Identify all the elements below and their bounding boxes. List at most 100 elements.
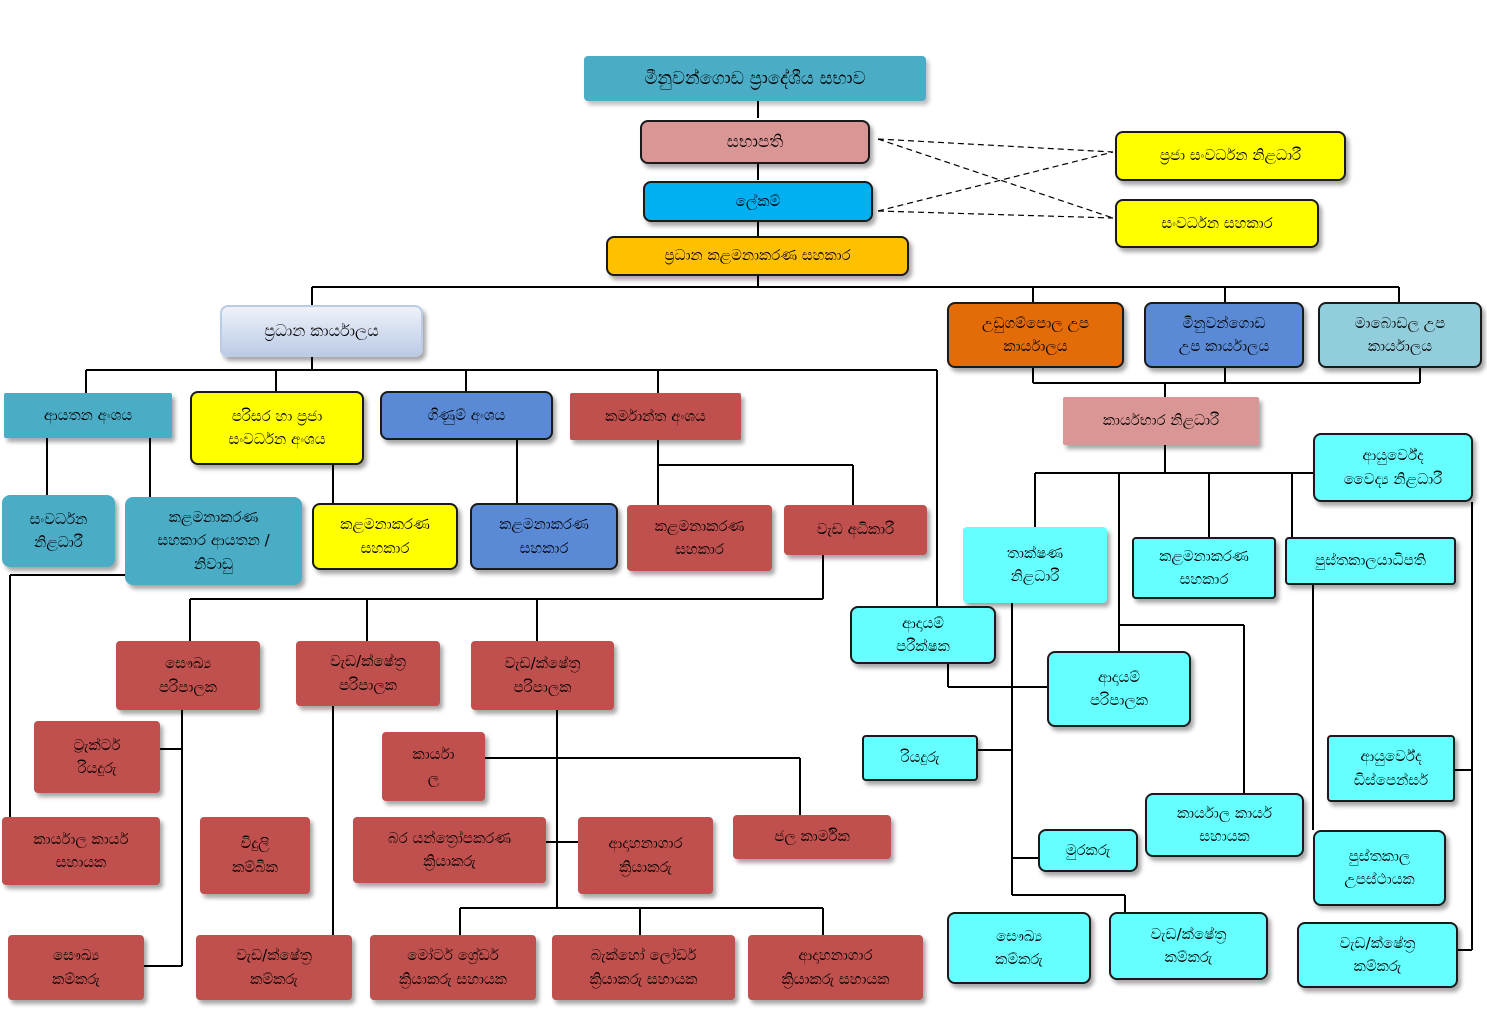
- revenue-supervisor-box: ආදායම් පරිපාලක: [1047, 651, 1191, 727]
- ayurveda-dispenser-box: ආයුර්වේද ඩිස්පෙන්සර්: [1327, 735, 1455, 802]
- accounts-div-label: ගිණුම් අංශය: [427, 405, 506, 424]
- pub-dev-officer-label: ප්‍රජා සංවර්ධන නිළධාරී: [1159, 146, 1302, 165]
- mgmt-asst-acc-label: කළමනාකරණ සහකාර: [499, 515, 589, 557]
- council-box: මීනුවන්ගොඩ ප්‍රාදේශීය සභාව: [584, 56, 926, 101]
- health-labourer-left-box: සෞඛ්‍ය කම්කරු: [8, 935, 144, 1000]
- secretary-label: ලේකම්: [735, 191, 781, 210]
- chairman-box: සභාපති: [640, 120, 870, 164]
- revenue-div-box: ආයතන අංශය: [4, 393, 172, 438]
- env-div-label: පරිසර හා ප්‍රජා සංවර්ධන අංශය: [228, 406, 326, 448]
- health-labourer-left-label: සෞඛ්‍ය කම්කරු: [52, 946, 100, 988]
- field-labourer-2-box: වැඩ/ක්ෂේත්‍ර කම්කරු: [1109, 912, 1268, 980]
- mabodala-sub-box: මාබොඩල උප කාර්යාලය: [1318, 302, 1482, 368]
- electrician-label: විදුලි කම්බික: [232, 834, 278, 876]
- office-work-asst-right-box: කාර්යාල කාර්ය සහායක: [1145, 793, 1304, 857]
- tractor-driver-box: ට්‍රැක්ටර් රියදුරු: [34, 721, 160, 793]
- library-attendant-label: පුස්තකාල උපස්ථායක: [1344, 846, 1415, 888]
- accounts-div-box: ගිණුම් අංශය: [380, 391, 553, 440]
- driver-box: රියදුරු: [862, 735, 978, 781]
- field-labourer-2-label: වැඩ/ක්ෂේත්‍ර කම්කරු: [1150, 924, 1227, 966]
- revenue-inspector-label: ආදායම් පරීක්ෂක: [896, 613, 950, 655]
- field-supervisor-2-box: වැඩ/ක්ෂේත්‍ර පරිපාලක: [471, 641, 614, 710]
- council-label: මීනුවන්ගොඩ ප්‍රාදේශීය සභාව: [644, 67, 866, 89]
- field-supervisor-1-label: වැඩ/ක්ෂේත්‍ර පරිපාලක: [330, 652, 406, 694]
- revenue-supervisor-label: ආදායම් පරිපාලක: [1090, 667, 1148, 709]
- library-attendant-box: පුස්තකාල උපස්ථායක: [1313, 830, 1446, 906]
- field-labourer-1-label: වැඩ/ක්ෂේත්‍ර කම්කරු: [236, 946, 312, 988]
- ayurveda-officer-label: ආයුර්වේද වෛද්‍ය නිළධාරී: [1343, 446, 1443, 488]
- tech-officer-box: තාක්ෂණ නිළධාරී: [963, 527, 1107, 603]
- field-labourer-3-label: වැඩ/ක්ෂේත්‍ර කම්කරු: [1339, 933, 1416, 975]
- mgmt-asst-acc-box: කළමනාකරණ සහකාර: [470, 503, 618, 570]
- revenue-inspector-box: ආදායම් පරීක්ෂක: [850, 606, 996, 664]
- crematorium-operator-box: ආදාහනාගාර ක්‍රියාකරු: [578, 817, 713, 894]
- office-work-asst-left-label: කාර්යාල කාර්ය සහායක: [33, 829, 129, 871]
- health-supervisor-box: සෞඛ්‍ය පරිපාලක: [116, 641, 260, 710]
- librarian-label: පුස්තකාලයාධිපති: [1315, 551, 1426, 570]
- mgmt-asst-est-label: කළමනාකරණ සහකාර ආයතන / නිවාඩු: [157, 508, 270, 573]
- chief-mgmt-asst-box: ප්‍රධාන කළමනාකරණ සහකාර: [606, 236, 909, 276]
- heavy-machine-operator-box: බර යන්ත්‍රෝපකරණ ක්‍රියාකරු: [353, 817, 546, 883]
- mgmt-asst-works-box: කළමනාකරණ සහකාර: [627, 505, 772, 571]
- electrician-box: විදුලි කම්බික: [200, 817, 310, 894]
- dev-officer-box: සංවර්ධන නිළධාරී: [2, 495, 115, 567]
- field-supervisor-2-label: වැඩ/ක්ෂේත්‍ර පරිපාලක: [504, 654, 581, 696]
- mgmt-asst-works-label: කළමනාකරණ සහකාර: [654, 516, 745, 558]
- chief-mgmt-asst-label: ප්‍රධාන කළමනාකරණ සහකාර: [664, 246, 851, 265]
- crematorium-operator-label: ආදාහනාගාර ක්‍රියාකරු: [608, 834, 683, 876]
- tech-officer-label: තාක්ෂණ නිළධාරී: [1006, 543, 1064, 585]
- dev-officer-label: සංවර්ධන නිළධාරී: [29, 509, 88, 551]
- ayurveda-officer-box: ආයුර්වේද වෛද්‍ය නිළධාරී: [1313, 433, 1473, 502]
- works-div-label: කර්මාන්ත අංශය: [605, 406, 706, 425]
- backhoe-asst-box: බැක්හෝ ලෝඩර් ක්‍රියාකරු සහායක: [552, 935, 735, 1000]
- crematorium-asst-label: ආදාහනාගාර ක්‍රියාකරු සහායක: [781, 946, 890, 988]
- motor-grader-asst-label: මෝටර් ග්‍රේඩර් ක්‍රියාකරු සහායක: [399, 946, 507, 988]
- chairman-label: සභාපති: [726, 131, 784, 152]
- mgmt-asst-sub-label: කළමනාකරණ සහකාර: [1159, 546, 1249, 588]
- office-a-box: කාර්යා ල: [382, 732, 485, 801]
- minuwangoda-sub-box: මීනුවන්ගොඩ උප කාර්යාලය: [1144, 302, 1304, 368]
- pub-dev-officer-box: ප්‍රජා සංවර්ධන නිළධාරී: [1115, 131, 1346, 181]
- librarian-box: පුස්තකාලයාධිපති: [1285, 537, 1456, 585]
- office-a-label: කාර්යා ල: [412, 745, 455, 787]
- ayurveda-dispenser-label: ආයුර්වේද ඩිස්පෙන්සර්: [1353, 747, 1429, 789]
- mabodala-sub-label: මාබොඩල උප කාර්යාලය: [1354, 313, 1446, 355]
- mgmt-asst-est-box: කළමනාකරණ සහකාර ආයතන / නිවාඩු: [125, 497, 302, 585]
- field-labourer-3-box: වැඩ/ක්ෂේත්‍ර කම්කරු: [1297, 922, 1458, 988]
- secretary-box: ලේකම්: [643, 181, 873, 222]
- watcher-label: මුරකරු: [1065, 840, 1111, 859]
- health-supervisor-label: සෞඛ්‍ය පරිපාලක: [159, 654, 217, 696]
- officer-in-charge-label: කාර්යභාර නිළධාරී: [1102, 411, 1220, 430]
- field-supervisor-1-box: වැඩ/ක්ෂේත්‍ර පරිපාලක: [296, 641, 440, 706]
- mgmt-asst-env-box: කළමනාකරණ සහකාර: [312, 503, 458, 570]
- mgmt-asst-sub-box: කළමනාකරණ සහකාර: [1132, 537, 1276, 599]
- minuwangoda-sub-label: මීනුවන්ගොඩ උප කාර්යාලය: [1178, 313, 1270, 355]
- watcher-box: මුරකරු: [1038, 829, 1138, 872]
- health-labourer-right-label: සෞඛ්‍ය කම්කරු: [995, 926, 1043, 968]
- backhoe-asst-label: බැක්හෝ ලෝඩර් ක්‍රියාකරු සහායක: [589, 946, 698, 988]
- field-labourer-1-box: වැඩ/ක්ෂේත්‍ර කම්කරු: [196, 935, 352, 1000]
- works-supt-label: වැඩ අධිකාරී: [816, 520, 895, 539]
- revenue-div-label: ආයතන අංශය: [43, 405, 133, 424]
- water-worker-label: ජල කාර්මික: [774, 827, 850, 846]
- head-office-box: ප්‍රධාන කාර්යාලය: [220, 305, 423, 357]
- officer-in-charge-box: කාර්යභාර නිළධාරී: [1063, 397, 1259, 445]
- works-supt-box: වැඩ අධිකාරී: [784, 505, 927, 555]
- head-office-label: ප්‍රධාන කාර්යාලය: [264, 320, 379, 340]
- mgmt-asst-env-label: කළමනාකරණ සහකාර: [340, 515, 430, 557]
- dev-asst-box: සංවර්ධන සහකාර: [1115, 199, 1319, 248]
- udugampola-sub-label: උඩුගම්පොල උප කාර්යාලය: [981, 313, 1090, 355]
- dev-asst-label: සංවර්ධන සහකාර: [1161, 213, 1273, 232]
- udugampola-sub-box: උඩුගම්පොල උප කාර්යාලය: [947, 302, 1124, 368]
- crematorium-asst-box: ආදාහනාගාර ක්‍රියාකරු සහායක: [748, 935, 923, 1000]
- office-work-asst-left-box: කාර්යාල කාර්ය සහායක: [2, 817, 160, 885]
- water-worker-box: ජල කාර්මික: [733, 815, 891, 859]
- health-labourer-right-box: සෞඛ්‍ය කම්කරු: [947, 912, 1091, 984]
- motor-grader-asst-box: මෝටර් ග්‍රේඩර් ක්‍රියාකරු සහායක: [370, 935, 536, 1000]
- works-div-box: කර්මාන්ත අංශය: [570, 393, 741, 440]
- env-div-box: පරිසර හා ප්‍රජා සංවර්ධන අංශය: [190, 391, 364, 465]
- heavy-machine-operator-label: බර යන්ත්‍රෝපකරණ ක්‍රියාකරු: [387, 828, 512, 870]
- office-work-asst-right-label: කාර්යාල කාර්ය සහායක: [1176, 803, 1273, 845]
